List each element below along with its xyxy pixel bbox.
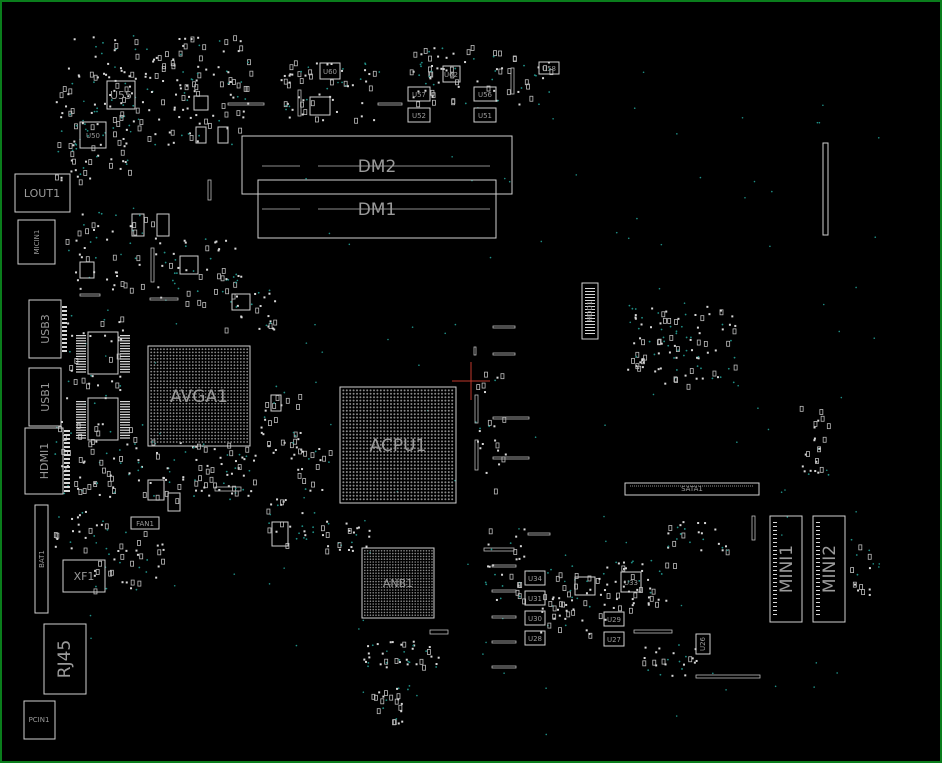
hdd1-label: HDD1 — [586, 301, 594, 322]
u26-label: U26 — [699, 636, 707, 651]
dimm-slot-dm2[interactable]: DM2 — [241, 135, 513, 195]
connector-sata1[interactable]: SATA1 — [624, 482, 760, 496]
connector-rj45[interactable]: RJ45 — [43, 623, 87, 695]
anb1-label: ANB1 — [383, 577, 413, 590]
u58-label: U58 — [542, 65, 556, 73]
chip-u55[interactable]: U55 — [106, 80, 136, 110]
mini1-label: MINI1 — [777, 545, 797, 593]
chip-u60[interactable]: U60 — [319, 62, 341, 80]
chip-anb1[interactable]: ANB1 — [361, 547, 435, 619]
u60-label: U60 — [323, 68, 337, 76]
u57-label: U57 — [412, 91, 426, 99]
crystal-xf1[interactable]: XF1 — [62, 559, 106, 593]
u51-label: U51 — [478, 112, 492, 120]
chip-u50[interactable]: U50 — [79, 121, 107, 149]
usb1-label: USB1 — [39, 382, 52, 412]
micin1-label: MICIN1 — [33, 230, 41, 255]
chip-u26[interactable]: U26 — [695, 633, 711, 655]
u34-label: U34 — [528, 575, 543, 583]
rj45-label: RJ45 — [55, 640, 75, 678]
hdmi1-label: HDMI1 — [38, 443, 51, 479]
connector-hdd1[interactable]: HDD1 — [581, 282, 599, 340]
connector-usb1[interactable]: USB1 — [28, 367, 62, 427]
slot-mini1[interactable]: MINI1 — [769, 515, 803, 623]
u62-label: U62 — [444, 71, 458, 79]
chip-u27[interactable]: U27 — [603, 631, 625, 647]
bat1-label: BAT1 — [38, 550, 46, 568]
chip-u34[interactable]: U34 — [524, 570, 546, 586]
chip-u33[interactable]: U33 — [620, 571, 642, 593]
xf1-label: XF1 — [74, 570, 95, 583]
chip-u29[interactable]: U29 — [603, 611, 625, 627]
connector-pcin1[interactable]: PCIN1 — [23, 700, 56, 740]
bga-avga-balls — [150, 348, 249, 443]
u50-label: U50 — [86, 132, 100, 140]
u55-label: U55 — [110, 89, 132, 102]
u29-label: U29 — [607, 616, 621, 624]
avga1-label: AVGA1 — [170, 387, 228, 407]
connector-hdmi1[interactable]: HDMI1 — [24, 427, 64, 495]
lout1-label: LOUT1 — [24, 187, 60, 200]
chip-u30[interactable]: U30 — [524, 610, 546, 626]
connector-usb3[interactable]: USB3 — [28, 299, 62, 359]
fan1-label: FAN1 — [136, 520, 154, 528]
chip-u31[interactable]: U31 — [524, 590, 546, 606]
slot-mini2[interactable]: MINI2 — [812, 515, 846, 623]
usb3-label: USB3 — [39, 314, 52, 344]
chip-u28[interactable]: U28 — [524, 630, 546, 646]
mini2-label: MINI2 — [820, 545, 840, 593]
chip-u51[interactable]: U51 — [473, 107, 497, 123]
u30-label: U30 — [528, 615, 542, 623]
bga-acpu-balls — [342, 389, 454, 501]
u56-label: U56 — [478, 91, 493, 99]
u33-label: U33 — [624, 579, 638, 587]
connector-bat1[interactable]: BAT1 — [34, 504, 49, 614]
small-components — [53, 34, 881, 736]
connector-micin1[interactable]: MICIN1 — [17, 219, 56, 265]
chip-acpu1[interactable]: ACPU1 — [339, 386, 457, 504]
chip-avga1[interactable]: AVGA1 — [147, 345, 251, 447]
sata1-label: SATA1 — [681, 485, 703, 493]
chip-u62[interactable]: U62 — [442, 65, 461, 83]
crosshair-cursor-icon — [452, 362, 490, 400]
u27-label: U27 — [607, 636, 621, 644]
acpu1-label: ACPU1 — [370, 436, 427, 456]
connector-fan1[interactable]: FAN1 — [130, 516, 160, 530]
chip-u52[interactable]: U52 — [407, 107, 431, 123]
chip-u56[interactable]: U56 — [473, 86, 497, 102]
dimm-slot-dm1[interactable]: DM1 — [257, 179, 497, 239]
chip-u58[interactable]: U58 — [538, 61, 560, 75]
dm1-label: DM1 — [358, 200, 397, 220]
pcin1-label: PCIN1 — [29, 716, 50, 724]
u28-label: U28 — [528, 635, 542, 643]
bga-anb-balls — [364, 550, 433, 616]
connector-edge-right[interactable] — [822, 142, 829, 236]
dm2-label: DM2 — [358, 157, 397, 177]
u52-label: U52 — [412, 112, 426, 120]
u31-label: U31 — [528, 595, 542, 603]
chip-u57[interactable]: U57 — [407, 86, 431, 102]
connector-lout1[interactable]: LOUT1 — [14, 173, 71, 213]
